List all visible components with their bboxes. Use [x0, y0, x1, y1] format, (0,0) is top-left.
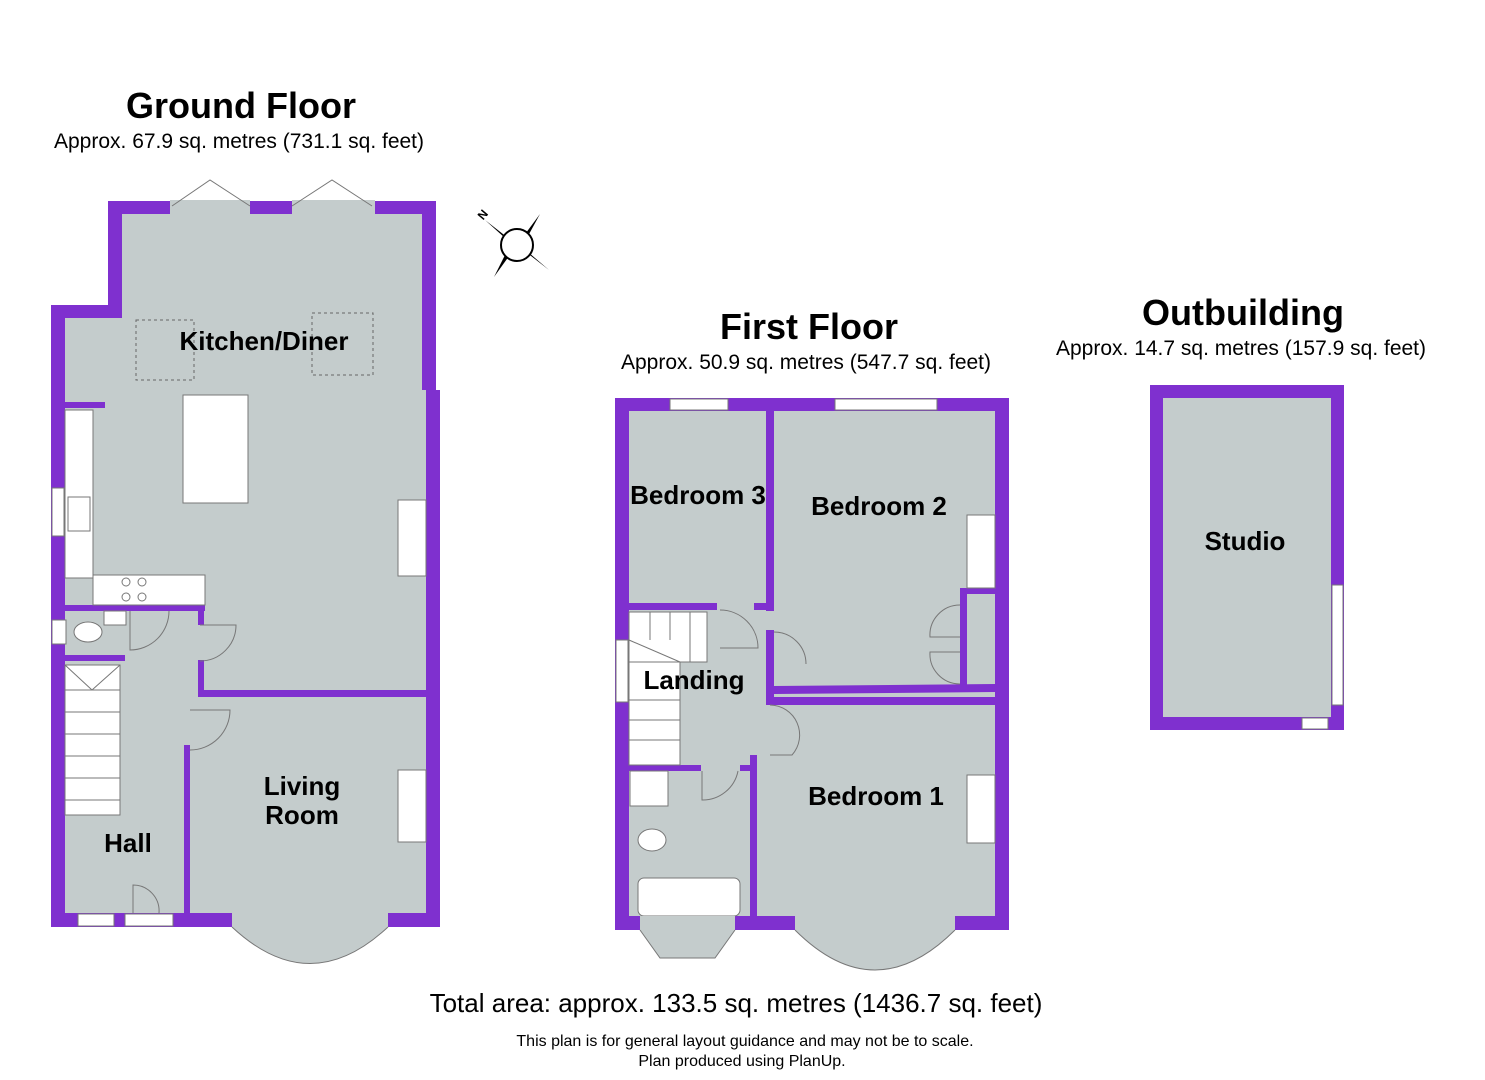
window: [834, 398, 938, 411]
hob-icon: [121, 577, 147, 602]
internal-wall: [65, 655, 125, 661]
door-swing: [129, 610, 170, 651]
bath-icon: [637, 877, 741, 917]
ground-floor-area: [65, 214, 426, 913]
toilet-icon: [73, 621, 103, 643]
first-floor-plan: [615, 398, 1009, 971]
room-label-studio: Studio: [1205, 526, 1286, 556]
bay-window: [639, 929, 736, 959]
first-floor-title: First Floor: [720, 306, 898, 347]
outbuilding-area-label: Approx. 14.7 sq. metres (157.9 sq. feet): [1056, 337, 1426, 360]
rear-door-opening: [292, 200, 375, 215]
room-label-bedroom-1: Bedroom 1: [808, 781, 944, 811]
toilet-icon: [637, 828, 667, 852]
internal-wall: [65, 605, 205, 611]
room-label-living-2: Room: [265, 800, 339, 830]
door-swing: [701, 770, 739, 801]
internal-wall: [200, 690, 426, 697]
ground-floor-title: Ground Floor: [126, 85, 356, 126]
wardrobe-wall: [960, 590, 967, 686]
wardrobe-doors: [929, 604, 961, 685]
outbuilding-title: Outbuilding: [1142, 292, 1344, 333]
door-swing: [132, 884, 160, 914]
room-label-bedroom-2: Bedroom 2: [811, 491, 947, 521]
room-label-living: Living: [264, 771, 341, 801]
room-label-bedroom-3: Bedroom 3: [630, 480, 766, 510]
room-label-landing: Landing: [643, 665, 744, 695]
internal-wall: [198, 660, 204, 697]
first-floor-area-label: Approx. 50.9 sq. metres (547.7 sq. feet): [621, 351, 991, 374]
internal-wall: [766, 411, 774, 611]
shower-tray: [629, 770, 669, 807]
kitchen-counter: [92, 574, 206, 606]
door-swing: [719, 609, 759, 649]
door-swing: [769, 704, 801, 756]
window: [1331, 584, 1344, 706]
bathroom-bay: [640, 916, 735, 958]
door-swing: [199, 624, 237, 662]
total-area: Total area: approx. 133.5 sq. metres (14…: [430, 988, 1043, 1018]
window: [77, 913, 115, 927]
ground-floor-plan: [51, 179, 440, 964]
chimney-breast: [966, 514, 996, 589]
window: [615, 639, 629, 703]
kitchen-island: [182, 394, 249, 504]
internal-wall: [774, 684, 995, 694]
skylight: [135, 319, 195, 381]
window: [51, 487, 65, 537]
internal-wall: [629, 603, 717, 610]
bedroom-1-bay: [795, 916, 955, 970]
room-label-hall: Hall: [104, 828, 152, 858]
compass-north-label: N: [475, 207, 491, 223]
ground-floor-area-label: Approx. 67.9 sq. metres (731.1 sq. feet): [54, 130, 424, 153]
kitchen-counter: [64, 409, 94, 579]
internal-wall: [65, 402, 105, 408]
internal-wall: [198, 605, 204, 625]
sink: [67, 496, 91, 532]
wardrobe-wall: [960, 588, 995, 594]
internal-wall: [754, 603, 774, 610]
internal-wall: [766, 697, 995, 705]
internal-wall: [750, 755, 757, 916]
door-swing: [171, 179, 251, 207]
bay-window: [794, 929, 956, 971]
compass-icon: N: [475, 207, 549, 277]
door-swing: [291, 179, 373, 207]
chimney-breast: [966, 774, 996, 844]
outbuilding-area: [1163, 398, 1331, 717]
staircase: [64, 664, 121, 816]
first-floor-area: [629, 411, 995, 916]
door-swing: [189, 709, 231, 751]
outbuilding-plan: [1150, 385, 1344, 730]
chimney-breast: [397, 499, 427, 577]
window: [51, 619, 67, 645]
front-door: [124, 913, 174, 927]
internal-wall: [184, 745, 190, 913]
credit: Plan produced using PlanUp.: [638, 1053, 845, 1070]
bay-window: [231, 926, 389, 964]
room-label-kitchen: Kitchen/Diner: [179, 326, 348, 356]
basin-icon: [103, 610, 127, 626]
window: [669, 398, 729, 411]
chimney-breast: [397, 769, 427, 843]
internal-wall: [629, 765, 701, 771]
disclaimer: This plan is for general layout guidance…: [516, 1033, 973, 1050]
door-swing: [773, 631, 807, 665]
rear-door-opening: [170, 200, 250, 215]
living-room-bay: [232, 913, 388, 964]
staircase: [628, 611, 708, 766]
window: [1301, 717, 1329, 730]
internal-wall: [766, 630, 774, 705]
skylight: [311, 312, 374, 376]
internal-wall: [740, 765, 757, 771]
